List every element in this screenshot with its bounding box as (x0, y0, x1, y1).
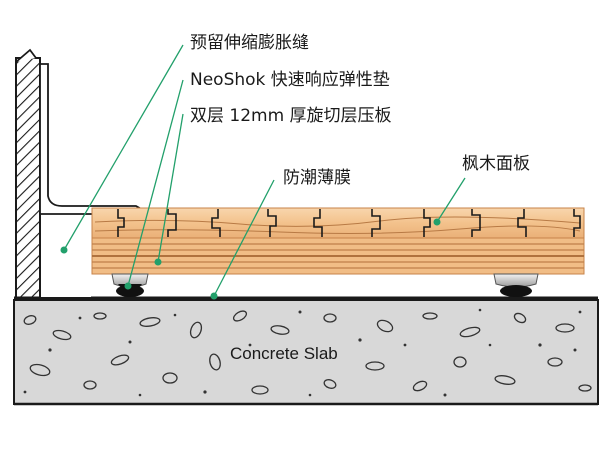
expansion-gap (41, 215, 91, 297)
label-concrete-slab: Concrete Slab (230, 344, 338, 363)
neoshok-pad-right (493, 273, 539, 297)
label-expansion-gap: 预留伸缩膨胀缝 (190, 33, 309, 53)
maple-board (91, 207, 585, 239)
leader-lines (63, 44, 466, 297)
label-neoshok-pad: NeoShok 快速响应弹性垫 (190, 70, 390, 90)
label-moisture-film: 防潮薄膜 (283, 168, 351, 188)
wall (15, 48, 41, 299)
skirting-trim (39, 63, 154, 215)
plywood-layers (91, 237, 585, 275)
leader-dots (60, 218, 441, 300)
concrete-slab (13, 299, 599, 406)
label-maple-board: 枫木面板 (462, 154, 530, 174)
label-plywood: 双层 12mm 厚旋切层压板 (190, 106, 392, 126)
